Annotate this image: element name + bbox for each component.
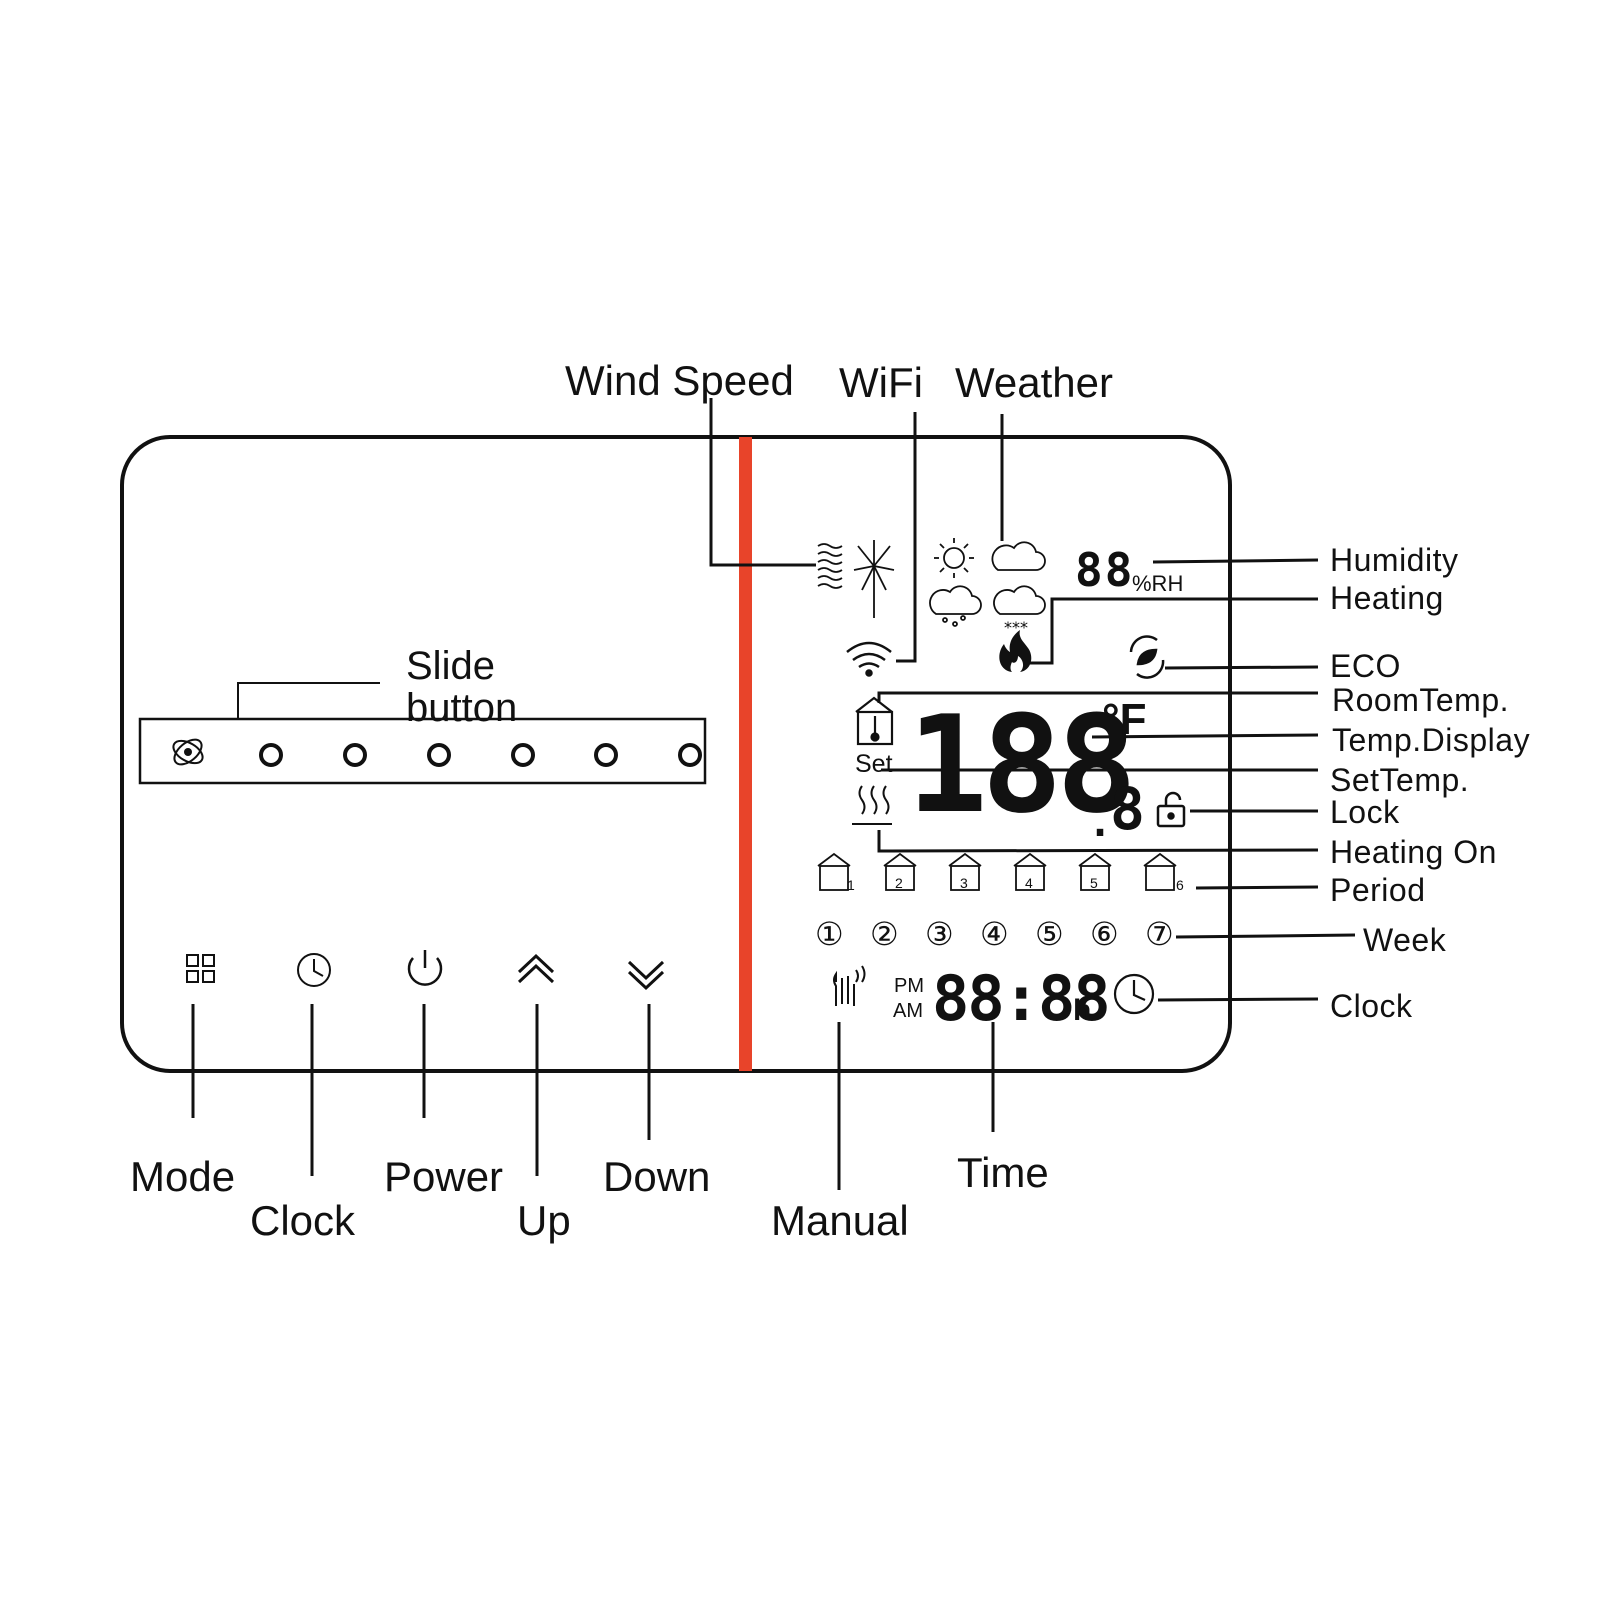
humidity-digits: 88 bbox=[1075, 543, 1135, 597]
leader-period bbox=[1195, 885, 1319, 890]
time-pm: PM bbox=[894, 975, 924, 997]
label-clock-right: Clock bbox=[1330, 988, 1413, 1024]
week-day: ② bbox=[870, 916, 899, 952]
period-number: 4 bbox=[1025, 875, 1033, 891]
thermometer-house-icon bbox=[855, 696, 894, 746]
leader-eco bbox=[1164, 665, 1319, 670]
leader-room-temp bbox=[877, 691, 1318, 703]
label-set-temp: SetTemp. bbox=[1330, 762, 1470, 798]
leader-temp-display bbox=[1091, 733, 1319, 739]
power-button[interactable] bbox=[407, 950, 443, 986]
wifi-icon bbox=[846, 641, 892, 677]
leader-wifi bbox=[896, 412, 917, 663]
hand-icon bbox=[833, 965, 866, 1006]
sun-icon bbox=[934, 538, 974, 578]
slide-dot[interactable] bbox=[594, 743, 618, 767]
period-icons bbox=[817, 852, 1177, 891]
lock-icon bbox=[1156, 791, 1186, 828]
slide-fan-icon bbox=[172, 738, 204, 766]
label-wind-speed: Wind Speed bbox=[565, 357, 794, 404]
label-wifi: WiFi bbox=[839, 359, 923, 406]
period-number: 6 bbox=[1176, 877, 1184, 893]
week-day: ① bbox=[815, 916, 844, 952]
flame-icon bbox=[999, 630, 1032, 672]
leader-clock-right bbox=[1157, 997, 1319, 1002]
cloud-icon bbox=[991, 541, 1046, 571]
temp-unit: °F bbox=[1102, 695, 1147, 744]
humidity-unit: %RH bbox=[1132, 571, 1184, 596]
label-humidity: Humidity bbox=[1330, 542, 1459, 578]
heating-waves-icon bbox=[852, 785, 892, 825]
chevron-up-icon bbox=[517, 953, 555, 984]
label-period: Period bbox=[1330, 872, 1426, 908]
label-week: Week bbox=[1363, 922, 1447, 958]
period-number: 2 bbox=[895, 875, 903, 891]
slide-dot[interactable] bbox=[511, 743, 535, 767]
fan-icon bbox=[817, 540, 895, 618]
label-manual: Manual bbox=[771, 1197, 909, 1244]
time-digits: 88:88 bbox=[932, 962, 1111, 1035]
period-number: 3 bbox=[960, 875, 968, 891]
slide-button-label-line1: Slide bbox=[406, 644, 495, 688]
slide-dot[interactable] bbox=[427, 743, 451, 767]
up-button[interactable] bbox=[517, 953, 555, 984]
snow-icon bbox=[993, 585, 1046, 615]
snow-flakes: ⁎⁎⁎ bbox=[1004, 615, 1028, 632]
leader-week bbox=[1175, 933, 1356, 939]
week-day: ⑤ bbox=[1035, 916, 1064, 952]
label-eco: ECO bbox=[1330, 648, 1401, 684]
leader-heating bbox=[1030, 597, 1318, 665]
time-suffix: h bbox=[1073, 994, 1092, 1027]
slide-dot[interactable] bbox=[259, 743, 283, 767]
slide-button[interactable] bbox=[138, 717, 707, 785]
label-mode: Mode bbox=[130, 1153, 236, 1200]
label-up: Up bbox=[517, 1197, 571, 1244]
label-room-temp: RoomTemp. bbox=[1332, 682, 1509, 718]
mode-grid-icon bbox=[186, 954, 215, 983]
temp-decimal-point: . bbox=[1088, 800, 1113, 846]
label-down: Down bbox=[603, 1153, 711, 1200]
leader-heating-on bbox=[877, 830, 1319, 853]
set-label: Set bbox=[855, 750, 893, 778]
clock-button[interactable] bbox=[297, 953, 331, 987]
label-heating-on: Heating On bbox=[1330, 834, 1497, 870]
label-power: Power bbox=[384, 1153, 504, 1200]
slide-button-label-line2: button bbox=[406, 686, 518, 730]
leader-wind-speed bbox=[709, 398, 816, 567]
temp-decimal: 8 bbox=[1110, 775, 1145, 843]
touch-divider bbox=[739, 437, 752, 1071]
leader-slide bbox=[237, 682, 380, 719]
label-clock-bottom: Clock bbox=[250, 1197, 356, 1244]
slide-dot[interactable] bbox=[678, 743, 702, 767]
temp-digits: 188 bbox=[907, 687, 1137, 843]
mode-button[interactable] bbox=[186, 954, 215, 983]
down-button[interactable] bbox=[627, 960, 665, 991]
clock-icon bbox=[1113, 973, 1155, 1015]
device-frame bbox=[120, 435, 1232, 1073]
time-am: AM bbox=[893, 1000, 923, 1022]
period-number: 1 bbox=[847, 877, 855, 893]
rain-icon bbox=[929, 585, 982, 627]
label-weather: Weather bbox=[955, 359, 1113, 406]
label-time: Time bbox=[957, 1149, 1049, 1196]
week-day: ⑦ bbox=[1145, 916, 1174, 952]
label-temp-display: Temp.Display bbox=[1332, 722, 1531, 758]
chevron-down-icon bbox=[627, 960, 665, 991]
eco-icon bbox=[1129, 635, 1165, 679]
power-icon bbox=[407, 950, 443, 986]
week-day: ③ bbox=[925, 916, 954, 952]
label-lock: Lock bbox=[1330, 794, 1400, 830]
slide-dot[interactable] bbox=[343, 743, 367, 767]
week-day: ④ bbox=[980, 916, 1009, 952]
leader-humidity bbox=[1152, 558, 1319, 564]
period-number: 5 bbox=[1090, 875, 1098, 891]
clock-icon bbox=[297, 953, 331, 987]
week-day: ⑥ bbox=[1090, 916, 1119, 952]
label-heating: Heating bbox=[1330, 580, 1444, 616]
